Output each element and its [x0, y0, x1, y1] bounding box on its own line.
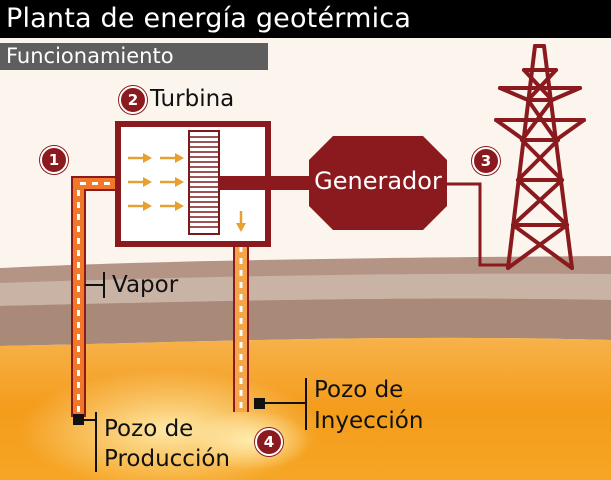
step-badge-1: 1 — [40, 146, 68, 174]
step-badge-3: 3 — [472, 147, 500, 175]
vapor-label: Vapor — [112, 272, 179, 298]
section-subtitle: Funcionamiento — [0, 43, 268, 70]
turbine-label: Turbina — [150, 86, 235, 112]
step-badge-2: 2 — [119, 86, 147, 114]
vapor-callout — [85, 272, 105, 298]
page-title: Planta de energía geotérmica — [0, 0, 611, 38]
production-well-callout — [73, 412, 97, 472]
injection-well-label-line1: Pozo de — [314, 377, 404, 403]
earth-layer-mid — [0, 273, 611, 306]
step-badge-4: 4 — [255, 428, 283, 456]
earth-layer-dark — [0, 298, 611, 346]
production-pipe — [71, 176, 124, 417]
generator-body — [309, 136, 447, 230]
injection-well-label-line2: Inyección — [314, 408, 424, 434]
production-well-label-line2: Producción — [104, 446, 230, 472]
generator-label: Generador — [314, 167, 442, 195]
injection-well-callout — [254, 378, 307, 430]
power-line — [447, 182, 507, 267]
turbine-shaft — [219, 176, 311, 190]
condensate-arrow — [236, 211, 246, 232]
injection-pipe — [233, 242, 249, 412]
production-well-label-line1: Pozo de — [104, 416, 194, 442]
heat-glow-injection — [190, 410, 310, 470]
steam-arrows — [128, 153, 184, 211]
transmission-tower — [494, 44, 586, 270]
turbine-blades — [188, 130, 220, 235]
